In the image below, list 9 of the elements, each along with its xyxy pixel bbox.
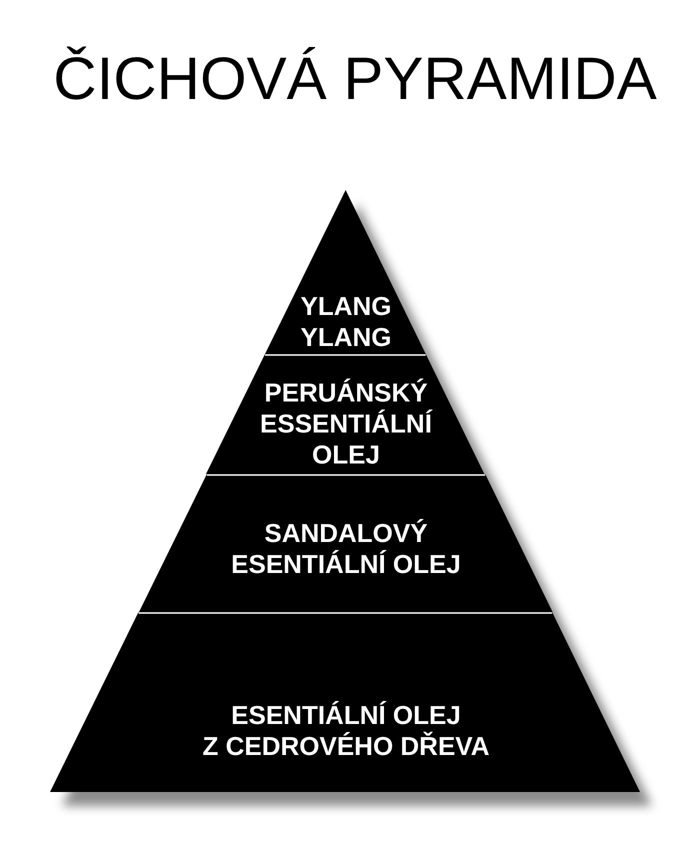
pyramid-tier [206, 354, 485, 474]
tier-label: PERUÁNSKÝ ESSENTIÁLNÍ OLEJ [260, 378, 432, 470]
pyramid-apex-tier [265, 190, 426, 354]
tier-label: SANDALOVÝ ESENTIÁLNÍ OLEJ [231, 518, 461, 580]
pyramid-tier [138, 474, 552, 612]
title: ČICHOVÁ PYRAMIDA [52, 44, 658, 113]
tier-label: ESENTIÁLNÍ OLEJ Z CEDROVÉHO DŘEVA [202, 700, 490, 762]
tier-label: YLANG YLANG [300, 291, 392, 353]
pyramid-tier [50, 612, 640, 792]
